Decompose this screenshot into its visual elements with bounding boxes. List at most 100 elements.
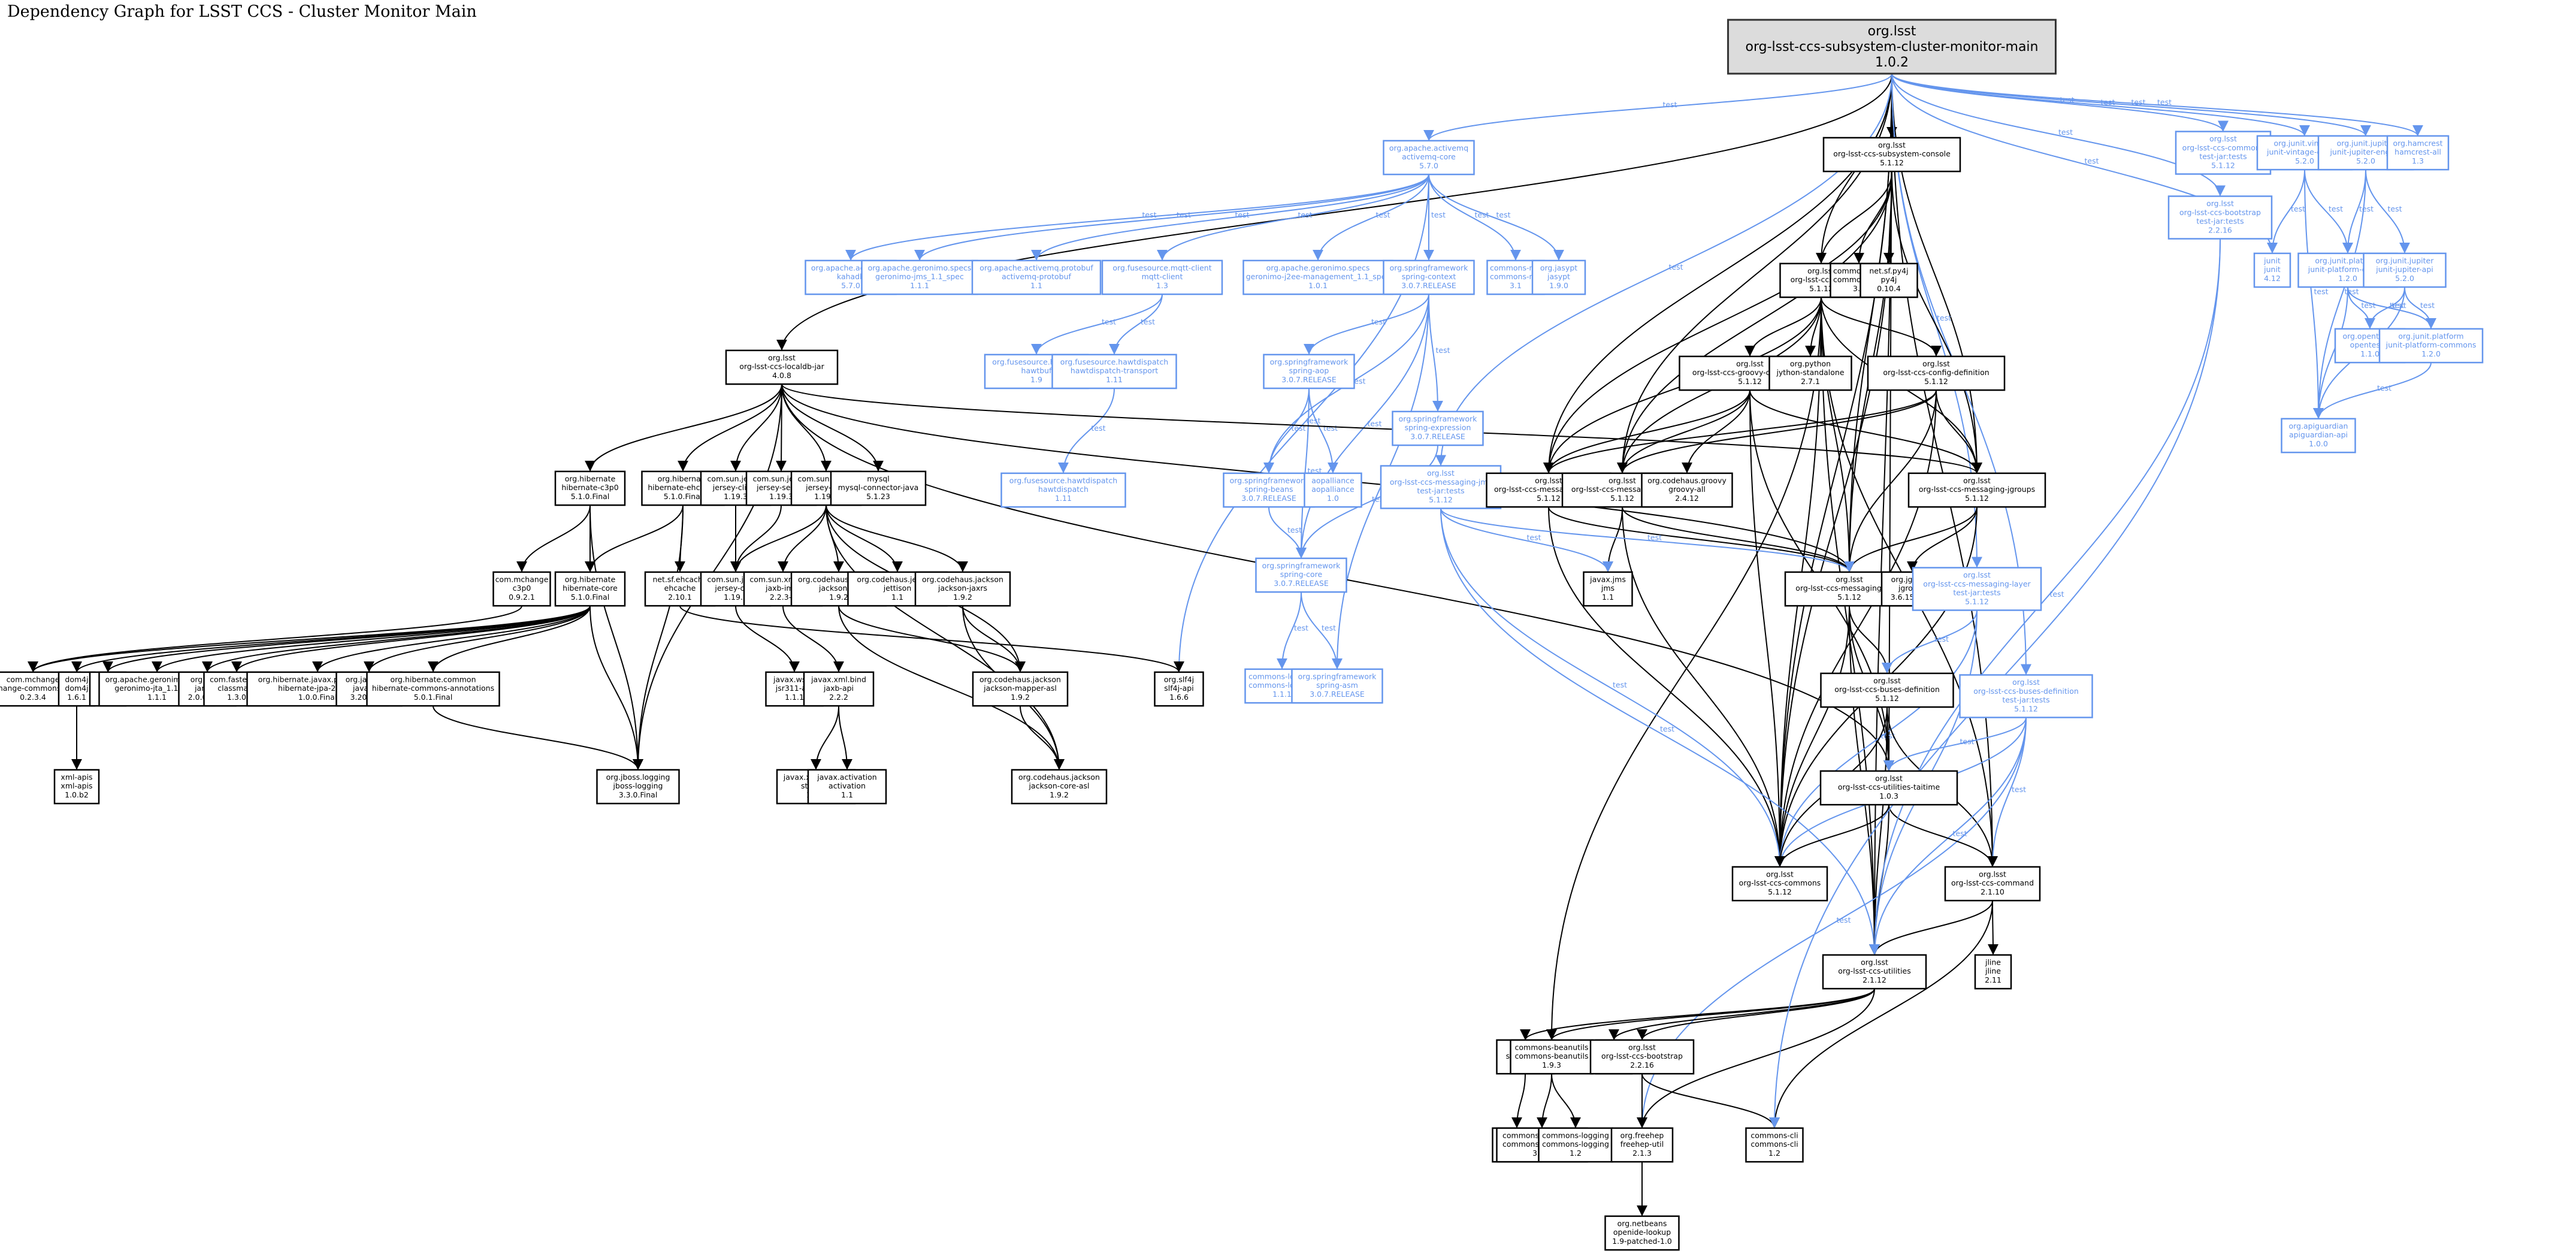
node-artifact: org-lsst-ccs-commons: [1739, 878, 1821, 887]
node-platcommons[interactable]: org.junit.platformjunit-platform-commons…: [2378, 328, 2484, 364]
node-version: 1.11: [1055, 494, 1072, 503]
edge-line: [1548, 507, 1785, 867]
node-root[interactable]: org.lsstorg-lsst-ccs-subsystem-cluster-m…: [1727, 19, 2057, 75]
node-taitime[interactable]: org.lsstorg-lsst-ccs-utilities-taitime1.…: [1819, 770, 1958, 806]
node-springexpr[interactable]: org.springframeworkspring-expression3.0.…: [1392, 410, 1484, 446]
edge-line: [1744, 297, 1822, 356]
node-jmstests[interactable]: org.lsstorg-lsst-ccs-messaging-jmstest-j…: [1380, 465, 1502, 509]
node-busestests[interactable]: org.lsstorg-lsst-ccs-buses-definitiontes…: [1959, 674, 2093, 718]
node-springasm[interactable]: org.springframeworkspring-asm3.0.7.RELEA…: [1291, 668, 1383, 704]
node-springaop[interactable]: org.springframeworkspring-aop3.0.7.RELEA…: [1263, 353, 1355, 389]
node-bootstraptests[interactable]: org.lsstorg-lsst-ccs-bootstraptest-jar:t…: [2167, 195, 2273, 240]
edge-label-test: test: [1177, 210, 1191, 219]
node-hawtdispatch[interactable]: org.fusesource.hawtdispatchhawtdispatch1…: [1000, 472, 1126, 508]
edge-utilities-to-freehep: [1637, 989, 1875, 1128]
node-springbeans[interactable]: org.springframeworkspring-beans3.0.7.REL…: [1223, 472, 1315, 508]
edge-console-to-mmock: [1543, 171, 1892, 473]
edge-label-test: test: [1663, 100, 1677, 109]
node-hdtransport[interactable]: org.fusesource.hawtdispatchhawtdispatch-…: [1051, 353, 1177, 389]
node-version: 5.1.12: [2211, 161, 2235, 170]
node-classifier: test-jar:tests: [2196, 217, 2244, 226]
node-version: 5.1.0.Final: [571, 593, 610, 602]
node-jcoreasl[interactable]: org.codehaus.jacksonjackson-core-asl1.9.…: [1011, 769, 1108, 805]
edge-root-to-commonstests: test: [1891, 73, 2229, 132]
node-box: [1867, 355, 2006, 391]
edge-c3p0h-to-jbosslog: [589, 505, 643, 770]
node-box: [830, 470, 927, 506]
node-jmapper[interactable]: org.codehaus.jacksonjackson-mapper-asl1.…: [972, 671, 1069, 707]
node-version: 1.0.0: [2309, 439, 2328, 448]
node-version: 1.2.0: [2338, 274, 2357, 283]
node-group: javax.activation: [817, 772, 876, 781]
node-version: 1.1: [1030, 281, 1042, 290]
node-console[interactable]: org.lsstorg-lsst-ccs-subsystem-console5.…: [1822, 137, 1961, 173]
node-configdef[interactable]: org.lsstorg-lsst-ccs-config-definition5.…: [1867, 355, 2006, 391]
node-artifact: freehep-util: [1620, 1140, 1664, 1149]
node-box: [1912, 567, 2042, 611]
node-springcore[interactable]: org.springframeworkspring-core3.0.7.RELE…: [1255, 557, 1347, 593]
node-box: [2253, 252, 2291, 288]
edge-localdb-to-mjgroups: [781, 383, 1982, 474]
node-openide[interactable]: org.netbeansopenide-lookup1.9-patched-1.…: [1604, 1215, 1680, 1251]
edge-line: [1869, 717, 2027, 955]
node-hcann[interactable]: org.hibernate.commonhibernate-commons-an…: [366, 671, 500, 707]
node-artifact: jackson-jaxrs: [938, 584, 987, 593]
node-group: org.fusesource.hawtdispatch: [1009, 476, 1117, 485]
node-j2ee[interactable]: org.apache.geronimo.specsgeronimo-j2ee-m…: [1242, 259, 1393, 295]
node-jbosslog[interactable]: org.jboss.loggingjboss-logging3.3.0.Fina…: [596, 769, 680, 805]
node-protobuf[interactable]: org.apache.activemq.protobufactivemq-pro…: [971, 259, 1102, 295]
node-version: 1.9.2: [1011, 693, 1030, 702]
node-version: 1.19.3: [724, 593, 748, 602]
node-mjgroups[interactable]: org.lsstorg-lsst-ccs-messaging-jgroups5.…: [1907, 472, 2046, 508]
node-version: 1.0: [1327, 494, 1339, 503]
node-version: 5.2.0: [2295, 156, 2314, 165]
node-version: 3.0.7.RELEASE: [1401, 281, 1456, 290]
edge-line: [1774, 610, 1978, 867]
node-artifact: py4j: [1881, 275, 1897, 284]
node-springctx[interactable]: org.springframeworkspring-context3.0.7.R…: [1383, 259, 1475, 295]
node-mlayertests[interactable]: org.lsstorg-lsst-ccs-messaging-layertest…: [1912, 567, 2042, 611]
node-version: 3.0.7.RELEASE: [1310, 690, 1365, 699]
node-artifact: aopalliance: [1311, 485, 1354, 494]
edge-line: [1058, 388, 1115, 473]
node-version: 1.1.1: [1272, 690, 1292, 699]
node-artifact: c3p0: [513, 584, 531, 593]
node-busesdef[interactable]: org.lsstorg-lsst-ccs-buses-definition5.1…: [1820, 672, 1954, 708]
node-group: com.mchange: [7, 675, 60, 684]
edge-line: [433, 705, 643, 770]
node-jms11[interactable]: org.apache.geronimo.specsgeronimo-jms_1.…: [861, 259, 978, 295]
node-commonstests[interactable]: org.lsstorg-lsst-ccs-commonstest-jar:tes…: [2175, 131, 2272, 175]
